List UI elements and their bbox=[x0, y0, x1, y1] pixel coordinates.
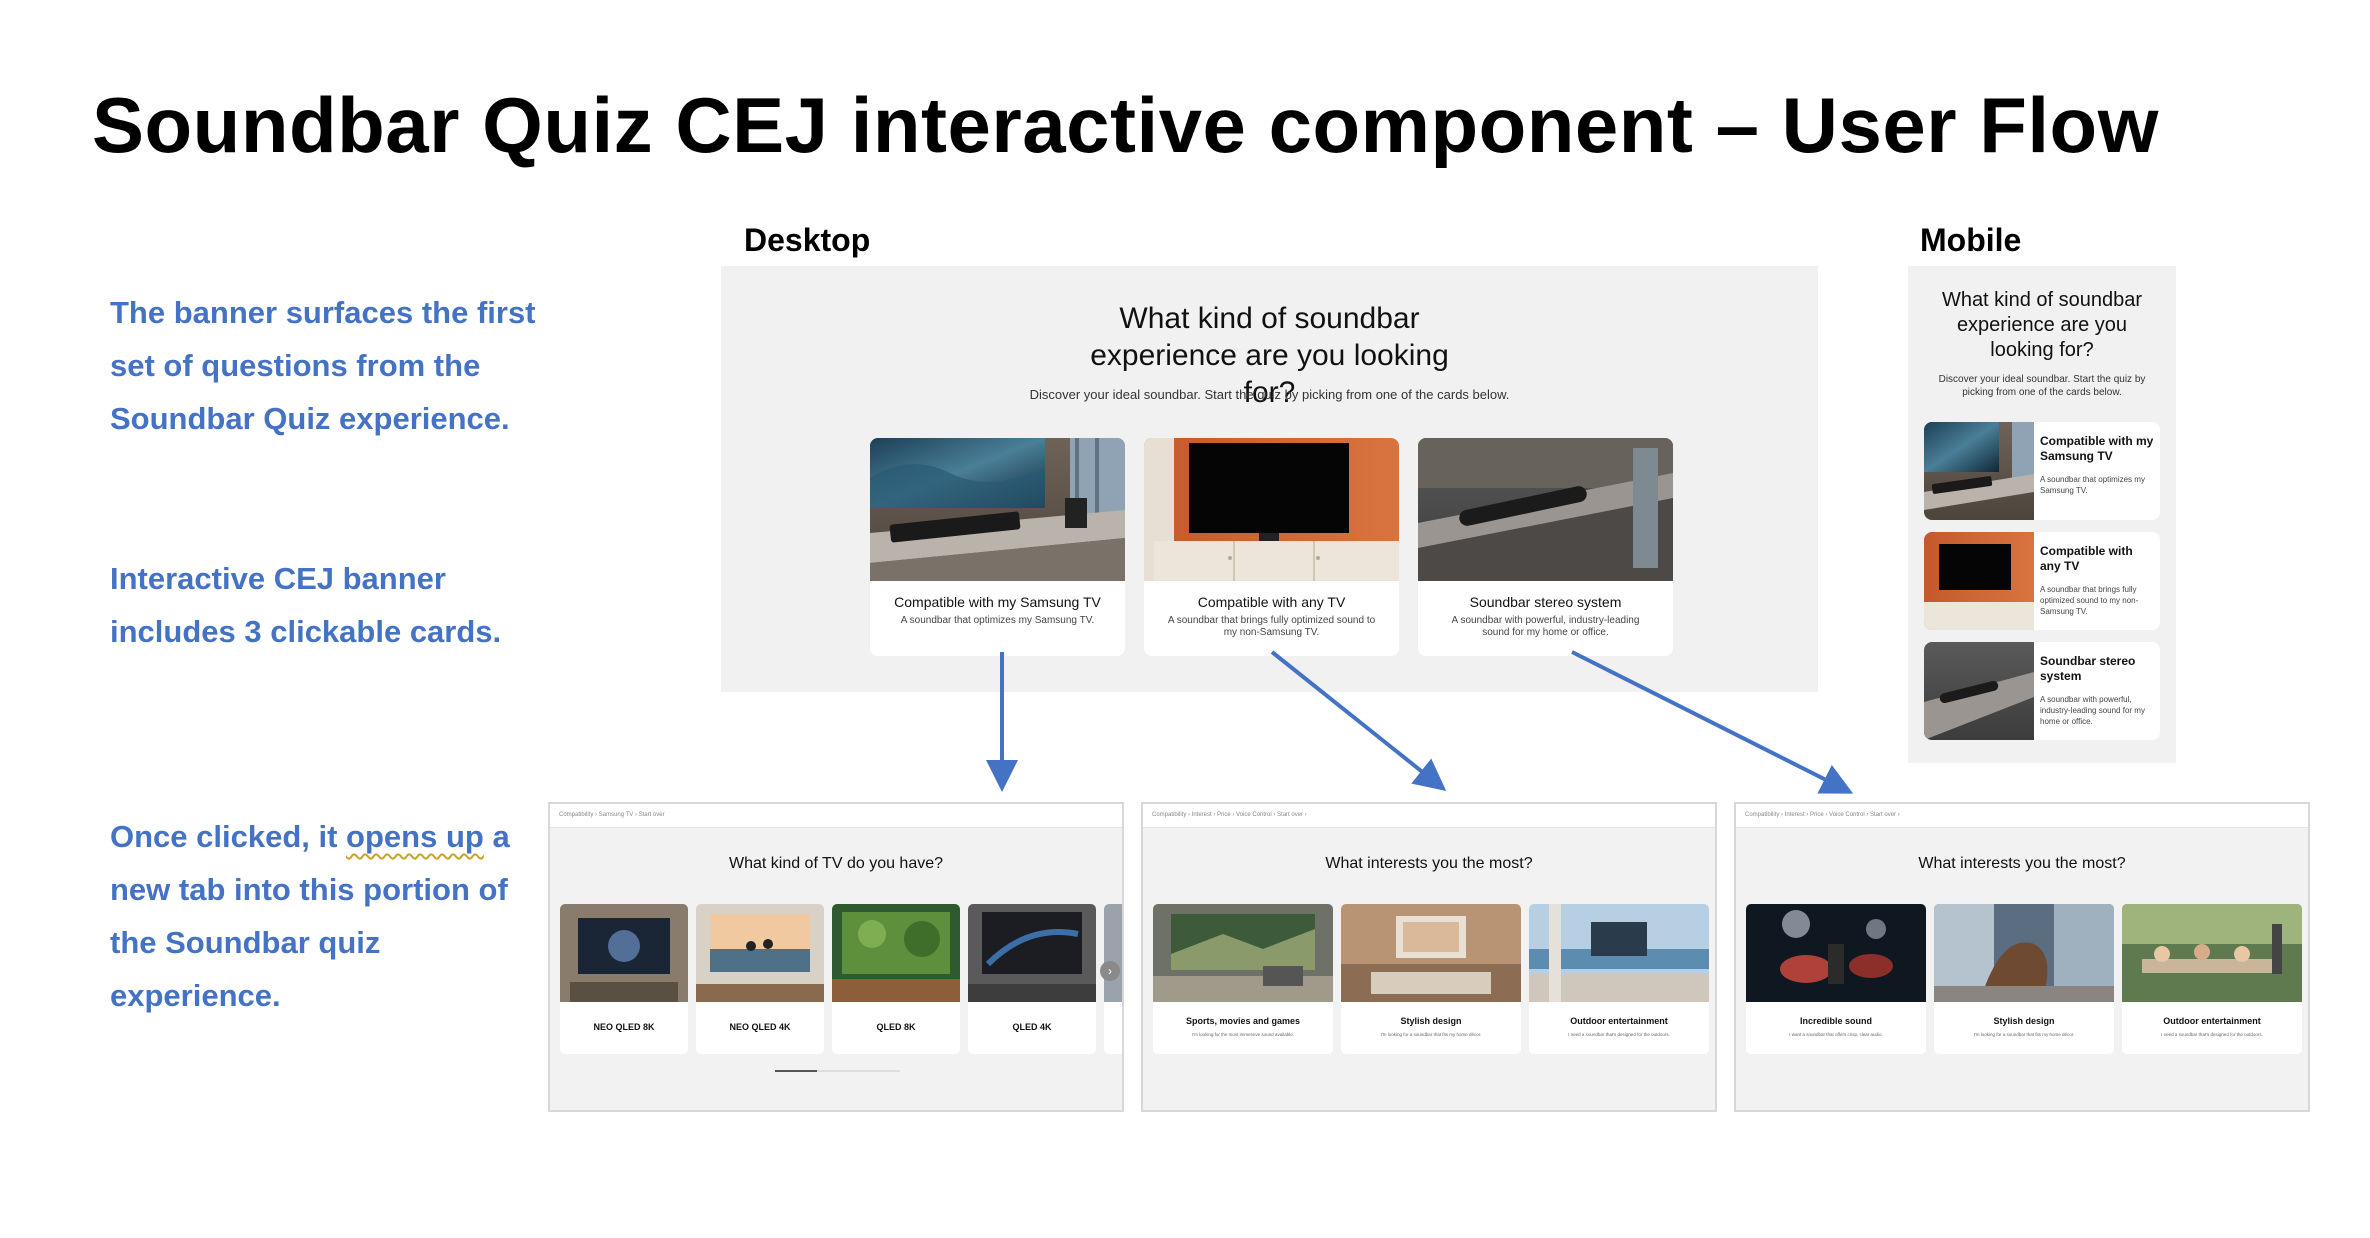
mobile-card-samsung-tv[interactable]: Compatible with my Samsung TV A soundbar… bbox=[1924, 422, 2160, 520]
note-clickable-cards: Interactive CEJ banner includes 3 clicka… bbox=[110, 561, 502, 649]
note-banner-questions: The banner surfaces the first set of que… bbox=[110, 295, 536, 436]
tv-card-neo-qled-4k[interactable]: NEO QLED 4K bbox=[696, 904, 824, 1054]
note-text-start: Once clicked, it bbox=[110, 819, 347, 854]
note-text-end: a new tab into this portion of the Sound… bbox=[110, 819, 510, 1013]
desktop-card-stereo-system[interactable]: Soundbar stereo system A soundbar with p… bbox=[1418, 438, 1673, 656]
interest-card-title: Stylish design bbox=[1993, 1016, 2055, 1026]
neo-qled-8k-image bbox=[560, 904, 688, 1002]
qled-4k-image bbox=[968, 904, 1096, 1002]
any-tv-image bbox=[1144, 438, 1399, 581]
carousel-pager-active bbox=[775, 1070, 817, 1072]
quiz-screen-tv-type: Compatibility › Samsung TV › Start over … bbox=[548, 802, 1124, 1112]
mobile-heading: What kind of soundbar experience are you… bbox=[1941, 289, 2143, 361]
stylish-design-image bbox=[1934, 904, 2114, 1002]
interest-card-desc: I need a soundbar that's designed for th… bbox=[2161, 1032, 2263, 1037]
samsung-tv-image bbox=[1924, 422, 2034, 520]
any-tv-image bbox=[1924, 532, 2034, 630]
mobile-card-desc: A soundbar with powerful, industry-leadi… bbox=[2040, 695, 2145, 726]
interest-card-title: Incredible sound bbox=[1799, 1016, 1872, 1026]
interest-card-title: Outdoor entertainment bbox=[1570, 1016, 1668, 1026]
desktop-label: Desktop bbox=[744, 222, 871, 258]
carousel-next-arrow-icon[interactable]: › bbox=[1100, 961, 1120, 981]
desktop-card-desc: A soundbar that optimizes my Samsung TV. bbox=[900, 615, 1095, 626]
mobile-card-title: Compatible with any TV bbox=[2040, 544, 2133, 573]
interest-card-stylish-design[interactable]: Stylish design I'm looking for a soundba… bbox=[1341, 904, 1521, 1054]
interest-card-outdoor-entertainment[interactable]: Outdoor entertainment I need a soundbar … bbox=[2122, 904, 2302, 1054]
interest-card-title: Outdoor entertainment bbox=[2163, 1016, 2261, 1026]
mobile-card-any-tv[interactable]: Compatible with any TV A soundbar that b… bbox=[1924, 532, 2160, 630]
interest-card-desc: I'm looking for a soundbar that fits my … bbox=[1973, 1032, 2075, 1037]
tv-card-title: NEO QLED 4K bbox=[729, 1022, 791, 1032]
mobile-card-stereo-system[interactable]: Soundbar stereo system A soundbar with p… bbox=[1924, 642, 2160, 740]
outdoor-entertainment-image bbox=[1529, 904, 1709, 1002]
interest-card-stylish-design[interactable]: Stylish design I'm looking for a soundba… bbox=[1934, 904, 2114, 1054]
tv-card-qled-4k[interactable]: QLED 4K bbox=[968, 904, 1096, 1054]
carousel-pager[interactable] bbox=[775, 1070, 900, 1072]
interest-card-desc: I need a soundbar that's designed for th… bbox=[1568, 1032, 1670, 1037]
tv-card-title: QLED 8K bbox=[876, 1022, 916, 1032]
tv-card-neo-qled-8k[interactable]: NEO QLED 8K bbox=[560, 904, 688, 1054]
interest-card-incredible-sound[interactable]: Incredible sound I want a soundbar that … bbox=[1746, 904, 1926, 1054]
mobile-card-desc: A soundbar that brings fully optimized s… bbox=[2040, 585, 2139, 616]
interest-card-title: Stylish design bbox=[1400, 1016, 1462, 1026]
breadcrumb: Compatibility › Interest › Price › Voice… bbox=[1736, 804, 2308, 828]
desktop-heading: What kind of soundbar experience are you… bbox=[1090, 302, 1449, 409]
mobile-card-title: Soundbar stereo system bbox=[2040, 654, 2136, 683]
samsung-tv-image bbox=[870, 438, 1125, 581]
desktop-card-samsung-tv[interactable]: Compatible with my Samsung TV A soundbar… bbox=[870, 438, 1125, 656]
desktop-card-desc: A soundbar that brings fully optimized s… bbox=[1167, 615, 1376, 638]
note-underlined-text: opens up bbox=[346, 819, 484, 854]
breadcrumb: Compatibility › Interest › Price › Voice… bbox=[1143, 804, 1715, 828]
mobile-label: Mobile bbox=[1920, 222, 2022, 258]
desktop-subheading: Discover your ideal soundbar. Start the … bbox=[1029, 387, 1510, 402]
note-new-tab: Once clicked, it opens up a new tab into… bbox=[110, 810, 530, 1022]
quiz-screen-interests-stereo: Compatibility › Interest › Price › Voice… bbox=[1734, 802, 2310, 1112]
quiz-question: What interests you the most? bbox=[1325, 855, 1533, 872]
stylish-design-image bbox=[1341, 904, 1521, 1002]
tv-card-title: QLED 4K bbox=[1012, 1022, 1052, 1032]
mobile-card-desc: A soundbar that optimizes my Samsung TV. bbox=[2040, 475, 2145, 495]
interest-card-outdoor-entertainment[interactable]: Outdoor entertainment I need a soundbar … bbox=[1529, 904, 1709, 1054]
mobile-banner: What kind of soundbar experience are you… bbox=[1908, 266, 2176, 763]
incredible-sound-image bbox=[1746, 904, 1926, 1002]
mobile-subheading: Discover your ideal soundbar. Start the … bbox=[1938, 374, 2146, 398]
neo-qled-4k-image bbox=[696, 904, 824, 1002]
quiz-question: What interests you the most? bbox=[1918, 855, 2126, 872]
desktop-card-title: Compatible with my Samsung TV bbox=[894, 594, 1101, 610]
tv-card-qled-8k[interactable]: QLED 8K bbox=[832, 904, 960, 1054]
interest-card-desc: I want a soundbar that offers crisp, cle… bbox=[1789, 1032, 1883, 1037]
breadcrumb: Compatibility › Samsung TV › Start over bbox=[550, 804, 1122, 828]
interest-card-title: Sports, movies and games bbox=[1185, 1016, 1301, 1026]
desktop-card-title: Soundbar stereo system bbox=[1469, 594, 1622, 610]
stereo-system-image bbox=[1924, 642, 2034, 740]
desktop-card-desc: A soundbar with powerful, industry-leadi… bbox=[1451, 615, 1640, 638]
desktop-banner: What kind of soundbar experience are you… bbox=[721, 266, 1818, 692]
mobile-card-title: Compatible with my Samsung TV bbox=[2040, 434, 2154, 463]
arrow-stereo-to-interests bbox=[1571, 650, 1854, 794]
qled-8k-image bbox=[832, 904, 960, 1002]
interest-card-desc: I'm looking for a soundbar that fits my … bbox=[1380, 1032, 1482, 1037]
stereo-system-image bbox=[1418, 438, 1673, 581]
sports-movies-games-image bbox=[1153, 904, 1333, 1002]
desktop-card-any-tv[interactable]: Compatible with any TV A soundbar that b… bbox=[1144, 438, 1399, 656]
interest-card-desc: I'm looking for the most immersive sound… bbox=[1192, 1032, 1294, 1037]
quiz-question: What kind of TV do you have? bbox=[728, 855, 944, 872]
quiz-screen-interests-any-tv: Compatibility › Interest › Price › Voice… bbox=[1141, 802, 1717, 1112]
desktop-card-title: Compatible with any TV bbox=[1197, 594, 1346, 610]
interest-card-sports-movies-games[interactable]: Sports, movies and games I'm looking for… bbox=[1153, 904, 1333, 1054]
slide-title: Soundbar Quiz CEJ interactive component … bbox=[92, 81, 2159, 169]
arrow-any-tv-to-interests bbox=[1270, 650, 1447, 791]
tv-card-title: NEO QLED 8K bbox=[593, 1022, 655, 1032]
outdoor-entertainment-image bbox=[2122, 904, 2302, 1002]
